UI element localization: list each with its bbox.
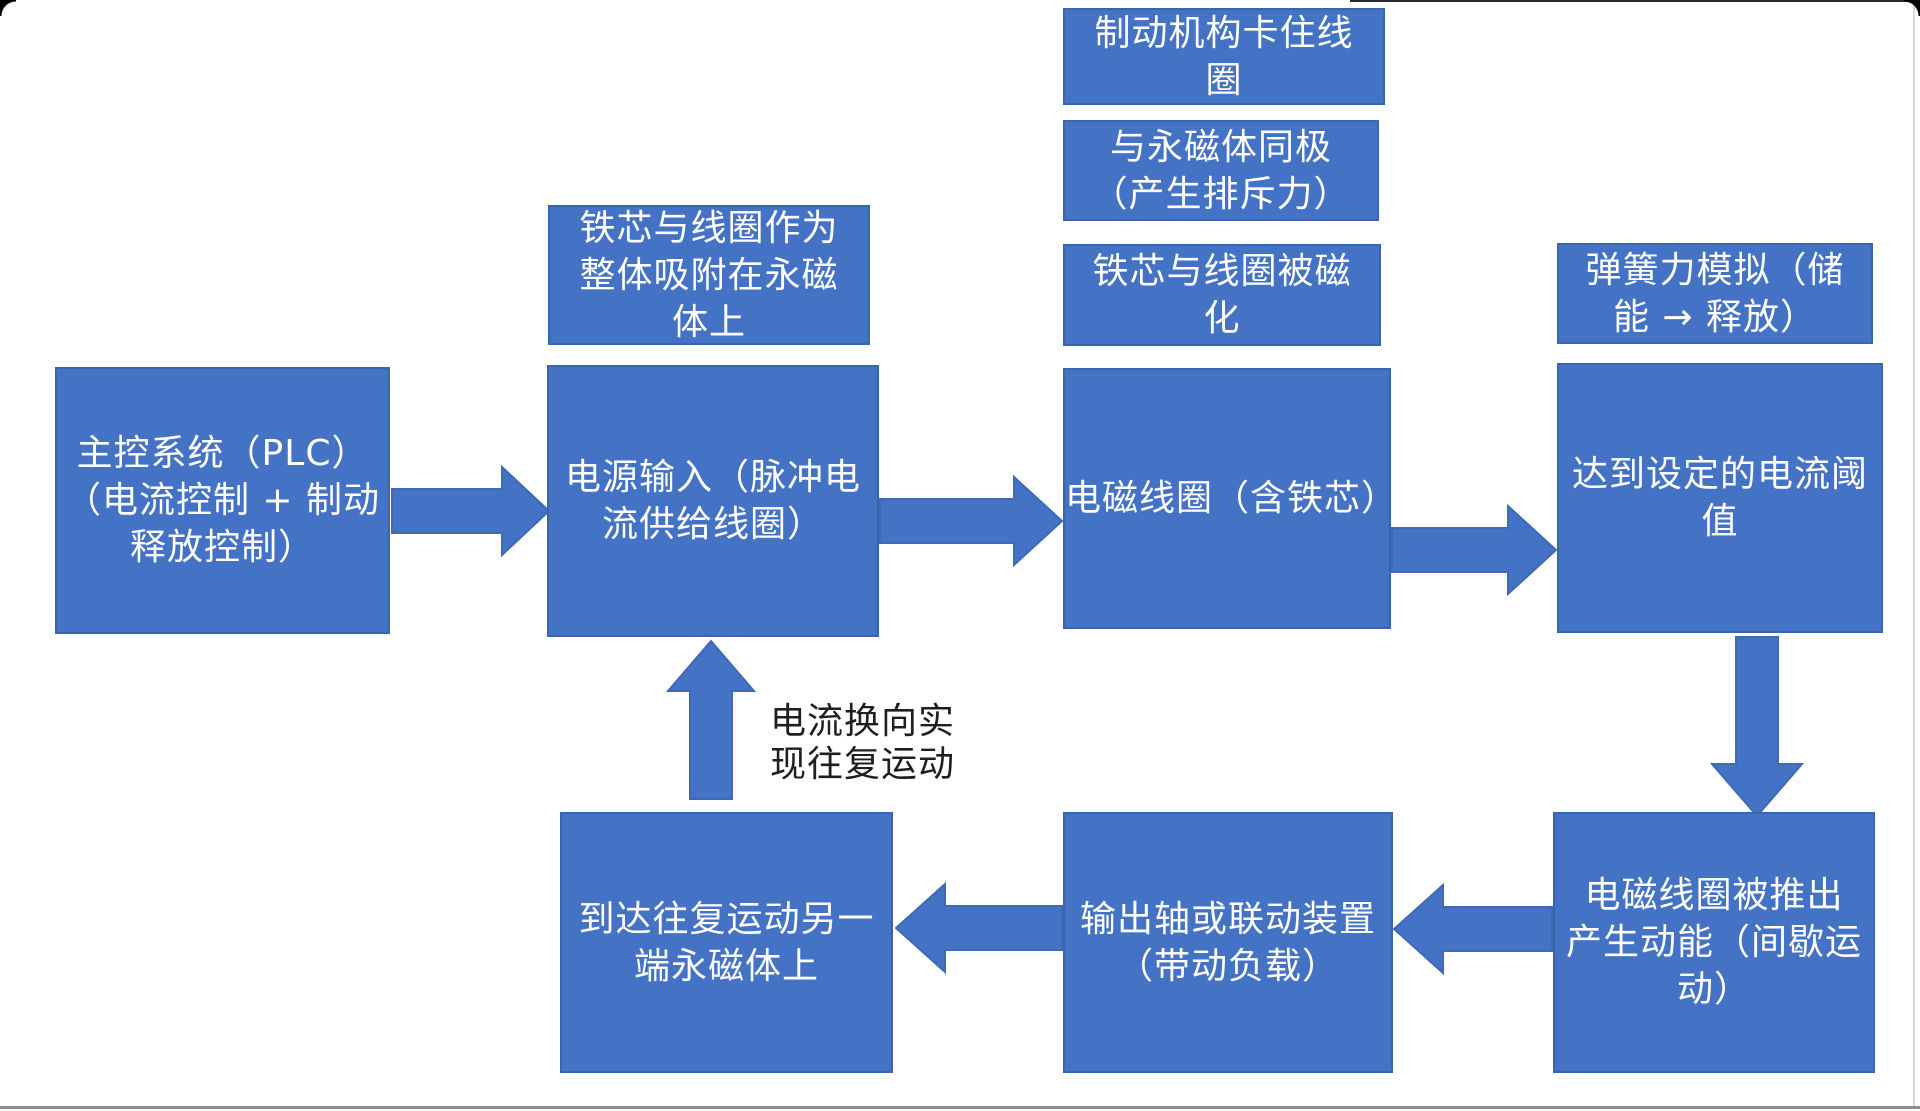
node-note-core-magnetized: 铁芯与线圈被磁 化 [1063,244,1381,346]
node-note-core-attached: 铁芯与线圈作为 整体吸附在永磁 体上 [548,205,870,345]
node-electromagnetic-coil: 电磁线圈（含铁芯） [1063,368,1399,629]
bottom-divider-bar [0,1106,1920,1109]
arrow-plc-to-power-input [391,464,551,558]
arrow-pushed-out-to-output-shaft [1392,882,1553,976]
node-plc-master-control: 主控系统（PLC） （电流控制 + 制动 释放控制） [55,367,390,634]
arrow-threshold-to-pushed-out [1709,636,1805,818]
node-note-same-pole-repulsion: 与永磁体同极 （产生排斥力） [1063,120,1379,221]
arrow-output-shaft-to-other-end [894,881,1063,975]
node-label: 弹簧力模拟（储 能 → 释放） [1585,249,1845,338]
node-coil-pushed-out: 电磁线圈被推出 产生动能（间歇运 动） [1553,812,1875,1073]
node-label: 主控系统（PLC） （电流控制 + 制动 释放控制） [64,433,381,568]
node-label: 与永磁体同极 （产生排斥力） [1091,126,1351,215]
node-power-input: 电源输入（脉冲电 流供给线圈） [547,365,879,637]
annotation-current-reversal: 电流换向实 现往复运动 [769,701,955,785]
node-current-threshold: 达到设定的电流阈 值 [1557,363,1883,633]
node-note-brake-holds-coil: 制动机构卡住线 圈 [1063,8,1385,105]
node-note-spring-force: 弹簧力模拟（储 能 → 释放） [1557,243,1873,344]
node-other-end-magnet: 到达往复运动另一 端永磁体上 [560,812,893,1073]
window-corner-top-left [0,0,16,16]
node-label: 输出轴或联动装置 （带动负载） [1079,898,1376,987]
arrow-coil-to-threshold [1391,503,1558,597]
arrow-other-end-to-power-input [665,639,757,800]
node-label: 到达往复运动另一 端永磁体上 [578,898,875,987]
node-label: 电磁线圈（含铁芯） [1065,478,1399,519]
node-label: 电磁线圈被推出 产生动能（间歇运 动） [1565,875,1862,1010]
right-edge-line [1913,0,1915,1106]
node-label: 铁芯与线圈被磁 化 [1092,251,1352,339]
top-edge-line [1350,0,1920,2]
node-label: 铁芯与线圈作为 整体吸附在永磁 体上 [579,207,839,343]
node-output-shaft: 输出轴或联动装置 （带动负载） [1063,812,1393,1073]
node-label: 电源输入（脉冲电 流供给线圈） [564,457,861,545]
node-label: 达到设定的电流阈 值 [1571,454,1868,542]
arrow-power-input-to-coil [879,474,1064,568]
node-label: 制动机构卡住线 圈 [1094,12,1354,101]
window-corner-top-right [1904,0,1920,16]
